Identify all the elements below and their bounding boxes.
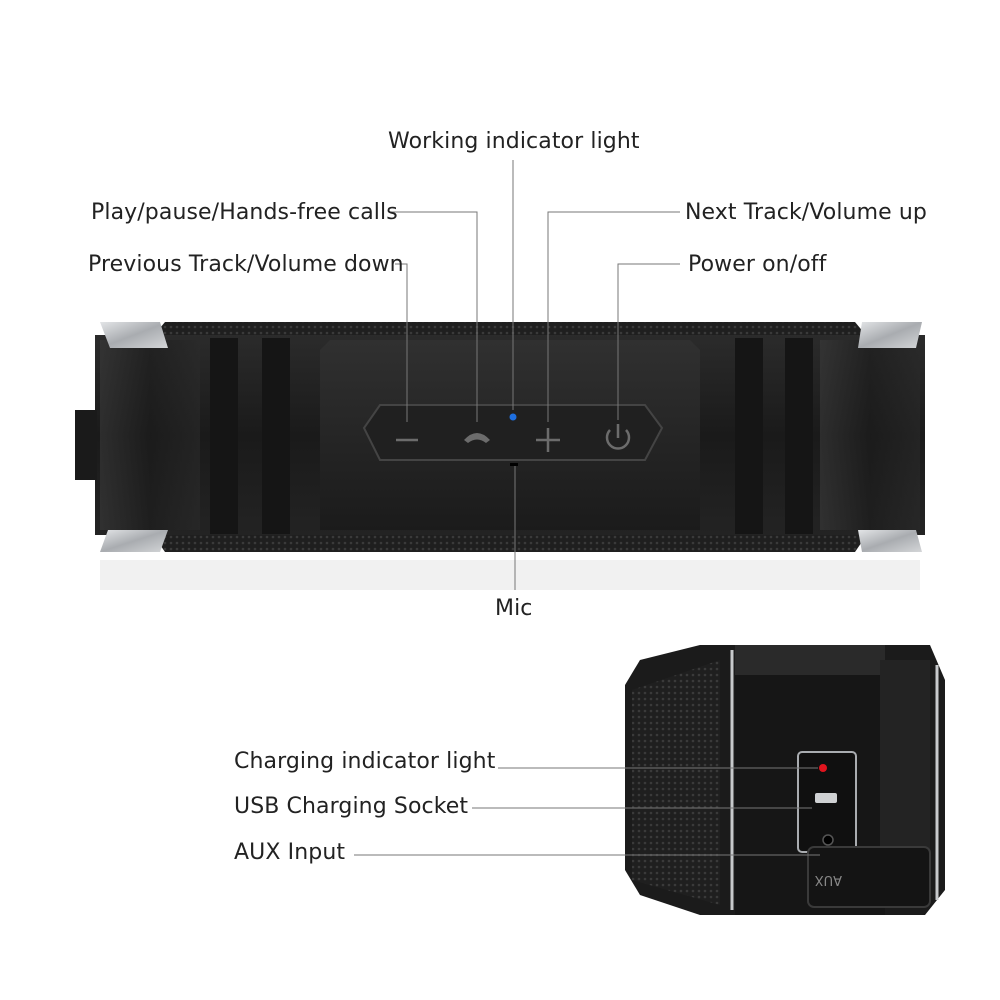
power-icon[interactable]	[605, 424, 631, 450]
reflection	[100, 560, 920, 590]
usb-socket-label: USB Charging Socket	[234, 794, 469, 819]
power-label: Power on/off	[688, 252, 827, 277]
corner-top-left	[100, 322, 168, 348]
rib	[785, 338, 813, 534]
side-panel-right	[820, 340, 920, 530]
charging-indicator-label: Charging indicator light	[234, 749, 496, 774]
aux-cover-text: AUX	[815, 872, 842, 887]
rib	[262, 338, 290, 534]
rib	[735, 338, 763, 534]
working-indicator-light	[509, 413, 517, 421]
button-strip	[362, 404, 664, 461]
leader-lines-top	[390, 160, 680, 590]
mic-label: Mic	[495, 596, 533, 621]
corner-top-right	[858, 322, 922, 348]
leader-lines-bottom	[354, 767, 820, 856]
plus-icon[interactable]	[536, 428, 560, 452]
speaker-side-view	[625, 645, 945, 915]
corner-bottom-right	[858, 530, 922, 552]
next-track-label: Next Track/Volume up	[685, 200, 927, 225]
bottom-grille	[150, 530, 870, 552]
rib	[210, 338, 238, 534]
corner-bottom-left	[100, 530, 168, 552]
previous-track-label: Previous Track/Volume down	[88, 252, 404, 277]
side-tab	[75, 410, 97, 480]
mic-hole	[510, 463, 518, 466]
side-panel-left	[100, 340, 200, 530]
aux-input-label: AUX Input	[234, 840, 346, 865]
charging-indicator-light	[819, 764, 827, 772]
working-indicator-label: Working indicator light	[388, 129, 640, 154]
play-pause-label: Play/pause/Hands-free calls	[91, 200, 398, 225]
phone-icon[interactable]	[464, 433, 490, 443]
